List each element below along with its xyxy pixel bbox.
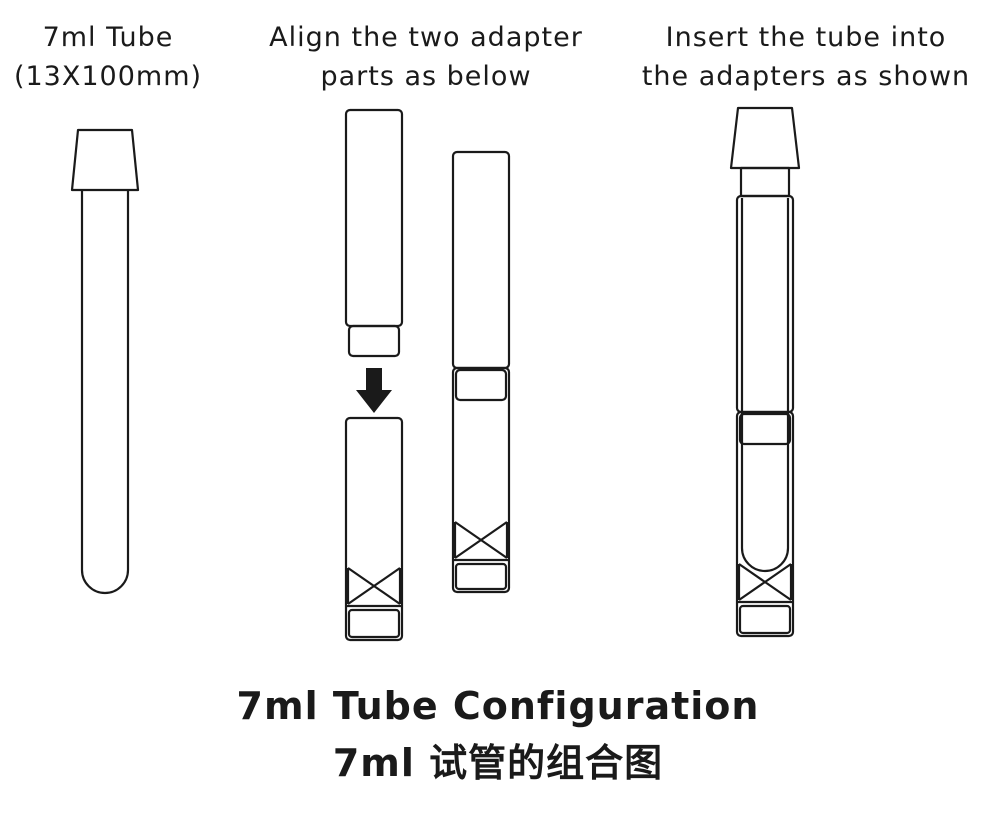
- test-tube: [70, 128, 140, 595]
- tube-cap: [70, 128, 140, 192]
- figure-title-english: 7ml Tube Configuration: [236, 684, 760, 728]
- assembled-adapter-lower: [451, 366, 511, 594]
- insert-caption-line1: Insert the tube into: [665, 22, 947, 53]
- down-arrow-icon: [356, 368, 392, 413]
- inserted-adapter-plug: [738, 412, 792, 446]
- lower-adapter-part: [344, 416, 404, 642]
- assembled-adapter: [451, 150, 511, 594]
- insert-caption: Insert the tube into the adapters as sho…: [620, 18, 992, 96]
- inserted-adapter-bowtie: [737, 563, 793, 601]
- tube-caption: 7ml Tube (13X100mm): [0, 18, 216, 96]
- assembled-adapter-upper: [451, 150, 511, 370]
- align-caption-line1: Align the two adapter: [269, 22, 583, 53]
- tube-body: [80, 190, 130, 595]
- inserted-adapter-base: [738, 604, 792, 635]
- figure-title-chinese: 7ml 试管的组合图: [332, 741, 664, 785]
- assembled-adapter-bowtie: [453, 521, 509, 559]
- inserted-upper-adapter: [735, 194, 795, 414]
- insert-caption-line2: the adapters as shown: [641, 61, 971, 92]
- inserted-tube-body: [740, 198, 790, 573]
- align-caption-line2: parts as below: [320, 61, 532, 92]
- lower-adapter-base: [347, 608, 401, 639]
- inserted-tube-cap: [729, 106, 801, 170]
- lower-adapter-bowtie: [346, 567, 402, 605]
- assembled-adapter-base: [454, 562, 508, 591]
- inserted-lower-adapter: [735, 410, 795, 638]
- tube-in-adapter-assembly: [729, 106, 801, 638]
- upper-adapter-sleeve: [344, 108, 404, 328]
- tube-caption-line1: 7ml Tube: [42, 22, 174, 53]
- upper-adapter-plug: [347, 324, 401, 358]
- inserted-tube-neck: [739, 166, 791, 198]
- assembled-adapter-plug: [454, 368, 508, 402]
- align-caption: Align the two adapter parts as below: [246, 18, 606, 96]
- upper-adapter-part: [344, 108, 404, 358]
- tube-caption-line2: (13X100mm): [13, 61, 203, 92]
- lower-adapter-sleeve: [344, 416, 404, 642]
